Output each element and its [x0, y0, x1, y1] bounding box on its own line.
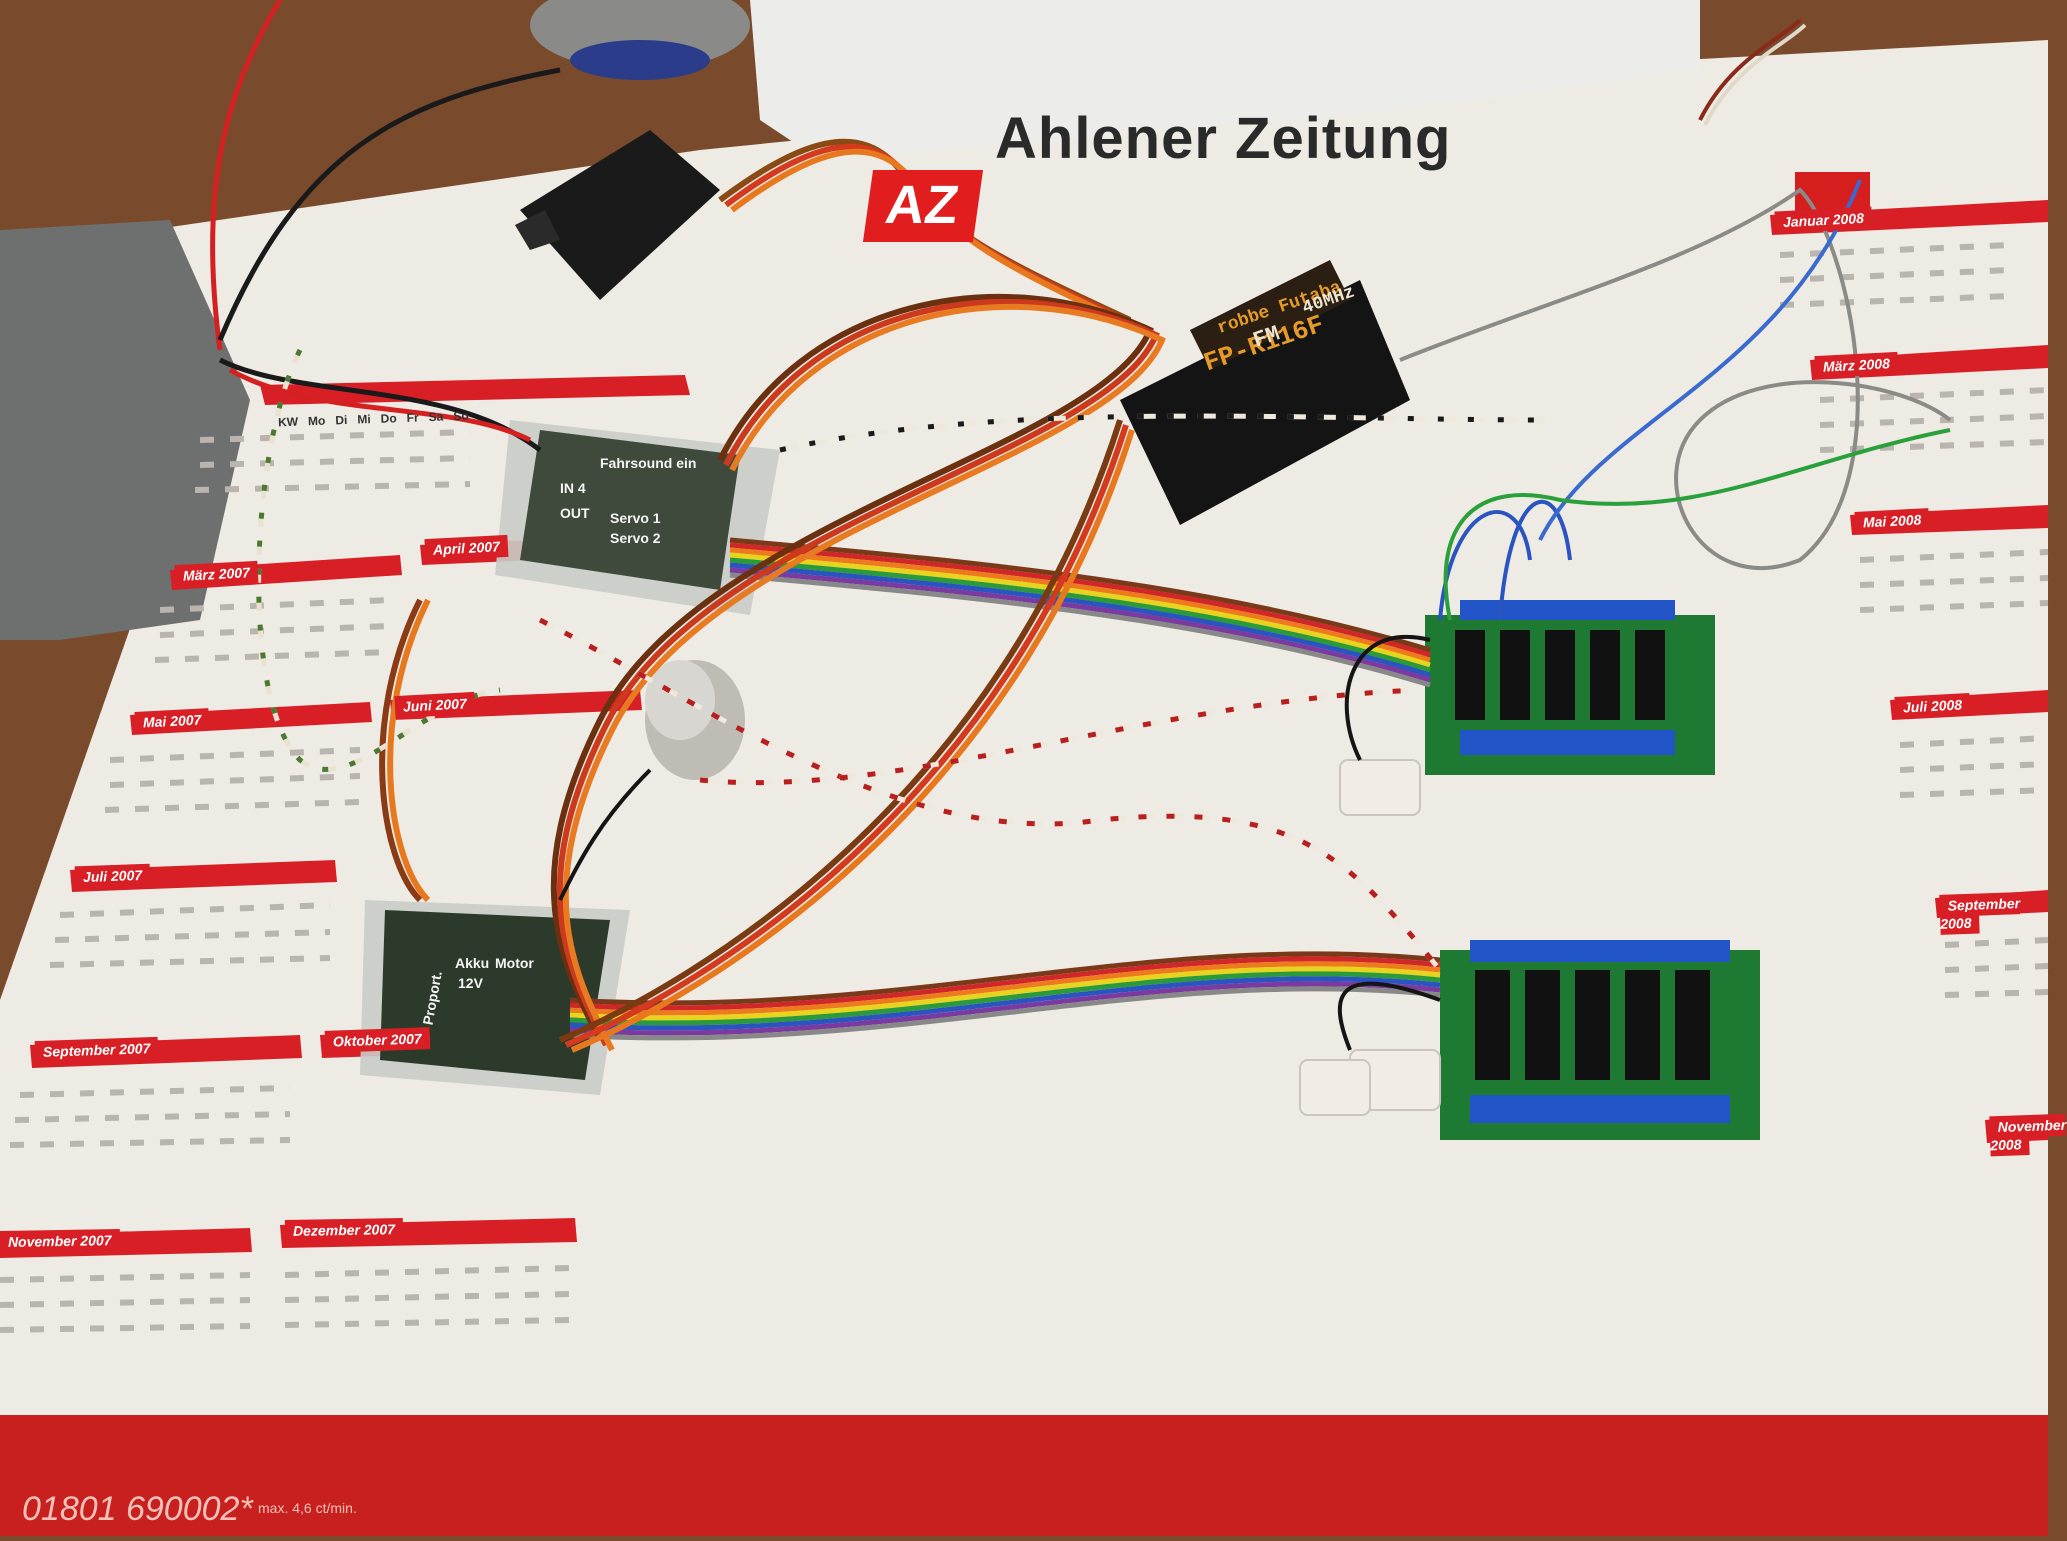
red-plug — [1795, 172, 1870, 212]
newspaper-logo-text: AZ — [881, 175, 963, 235]
weekday-do: Do — [380, 411, 397, 426]
calendar-month-mai-2008: Mai 2008 — [1854, 508, 1930, 534]
relay-board-1 — [1425, 600, 1715, 775]
spool-ring — [570, 40, 710, 80]
calendar-month-juni-2007: Juni 2007 — [394, 691, 476, 719]
receiver-unit — [1120, 260, 1410, 525]
signal-wires — [1399, 18, 1952, 621]
newspaper-phone: 01801 690002* — [22, 1490, 253, 1528]
dashed-wires — [256, 348, 1551, 972]
calendar-month-juli-2008: Juli 2008 — [1894, 693, 1971, 719]
ribbon-cable-2 — [569, 951, 1441, 1041]
switch1-label-servo1: Servo 1 — [610, 510, 661, 526]
terminal-wires — [558, 634, 1441, 1051]
weekday-fr: Fr — [406, 410, 419, 425]
calendar-month-april-2007: April 2007 — [424, 534, 509, 562]
calendar-month-januar-2008: Januar 2008 — [1774, 206, 1873, 234]
weekday-di: Di — [335, 412, 348, 428]
terminal-blocks — [1299, 759, 1441, 1116]
calendar-month-november-2008: November 2008 — [1989, 1113, 2067, 1157]
servo — [515, 130, 720, 300]
switch-module-1 — [495, 420, 780, 615]
newspaper-phone-note: max. 4,6 ct/min. — [258, 1500, 357, 1516]
switch2-label-voltage: 12V — [458, 975, 483, 991]
grey-device — [0, 220, 250, 640]
dc-motor — [645, 660, 745, 780]
calendar-month-mai-2007: Mai 2007 — [134, 708, 210, 734]
calendar-month-september-2007: September 2007 — [34, 1036, 159, 1064]
switch1-label-out: OUT — [560, 505, 590, 521]
weekday-sa: Sa — [428, 409, 444, 425]
calendar-month-maerz-2008: März 2008 — [1814, 351, 1899, 379]
switch1-label-in4: IN 4 — [560, 480, 586, 496]
switch1-label-fahrsound: Fahrsound ein — [600, 455, 697, 471]
calendar-month-november-2007: November 2007 — [0, 1228, 120, 1254]
switch2-label-motor: Motor — [495, 955, 534, 971]
weekday-kw: KW — [277, 414, 299, 430]
relay-board-2 — [1440, 940, 1760, 1140]
calendar-month-juli-2007: Juli 2007 — [74, 863, 151, 889]
calendar-digit-rows — [0, 242, 2049, 1333]
calendar-month-oktober-2007: Oktober 2007 — [324, 1027, 431, 1053]
cardboard-box — [750, 0, 1700, 160]
weekday-mi: Mi — [357, 412, 371, 427]
red-mat — [0, 1415, 2048, 1536]
weekday-mo: Mo — [307, 413, 326, 429]
calendar-month-september-2008: September 2008 — [1939, 892, 2048, 935]
newspaper-title: Ahlener Zeitung — [995, 106, 1452, 171]
newspaper-logo: AZ — [862, 170, 984, 242]
calendar-month-maerz-2007: März 2007 — [174, 560, 259, 588]
switch2-label-akku: Akku — [455, 955, 490, 971]
switch1-label-servo2: Servo 2 — [610, 530, 661, 546]
power-wires — [210, 0, 561, 452]
weekday-so: So — [453, 408, 469, 424]
calendar-month-dezember-2007: Dezember 2007 — [284, 1217, 404, 1243]
